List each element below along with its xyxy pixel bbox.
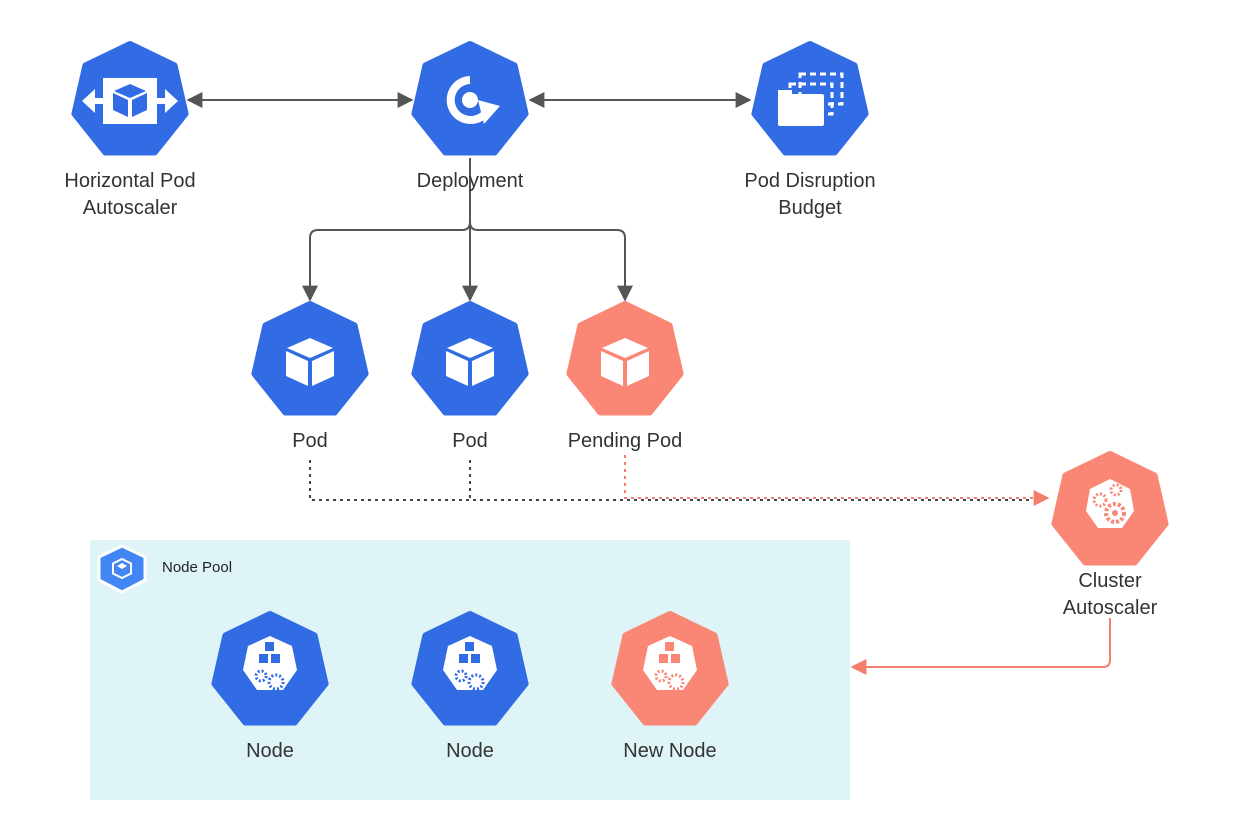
new-node[interactable]: New Node	[611, 611, 729, 762]
cluster-autoscaler-icon	[1086, 479, 1134, 528]
pod-icon	[446, 338, 494, 386]
pod-1[interactable]: Pod	[251, 301, 369, 452]
cluster-autoscaler-node-pool-connector	[850, 618, 1111, 675]
horizontal-pod-autoscaler-icon	[82, 78, 178, 124]
node-1-label: Node	[246, 740, 294, 762]
node-pool-header: Node Pool	[97, 544, 232, 594]
connectors	[186, 92, 1111, 675]
cluster-autoscaler[interactable]: Cluster Autoscaler	[1051, 451, 1169, 619]
cluster-autoscaler-label-line1: Cluster	[1078, 570, 1142, 592]
pod-disruption-budget[interactable]: Pod Disruption Budget	[744, 41, 876, 219]
pod-2[interactable]: Pod	[411, 301, 529, 452]
deployment-pending-pod-connector	[469, 221, 633, 302]
horizontal-pod-autoscaler[interactable]: Horizontal Pod Autoscaler	[64, 41, 196, 219]
pending-pod[interactable]: Pending Pod	[566, 301, 684, 452]
deployment-icon	[446, 76, 500, 124]
hpa-label-line2: Autoscaler	[83, 197, 178, 219]
pod-disruption-budget-icon	[778, 72, 844, 126]
pending-pod-label: Pending Pod	[568, 430, 683, 452]
pod-1-label: Pod	[292, 430, 328, 452]
cluster-autoscaler-label-line2: Autoscaler	[1063, 597, 1158, 619]
node-2-label: Node	[446, 740, 494, 762]
pending-pod-heptagon	[566, 301, 684, 416]
pod-2-label: Pod	[452, 430, 488, 452]
pending-pod-cluster-autoscaler-connector	[624, 455, 1050, 506]
deployment[interactable]: Deployment	[411, 41, 529, 192]
pods-cluster-autoscaler-connector	[309, 460, 1030, 501]
new-node-label: New Node	[623, 740, 716, 762]
node-icon	[443, 636, 497, 691]
pdb-label-line1: Pod Disruption	[744, 170, 875, 192]
pod-1-heptagon	[251, 301, 369, 416]
hpa-label-line1: Horizontal Pod	[64, 170, 195, 192]
deployment-label: Deployment	[417, 170, 524, 192]
pdb-label-line2: Budget	[778, 197, 842, 219]
pod-icon	[286, 338, 334, 386]
node-1[interactable]: Node	[211, 611, 329, 762]
node-icon	[643, 636, 697, 691]
node-icon	[243, 636, 297, 691]
node-2[interactable]: Node	[411, 611, 529, 762]
pod-2-heptagon	[411, 301, 529, 416]
node-pool-title: Node Pool	[162, 559, 232, 576]
pod-icon	[601, 338, 649, 386]
